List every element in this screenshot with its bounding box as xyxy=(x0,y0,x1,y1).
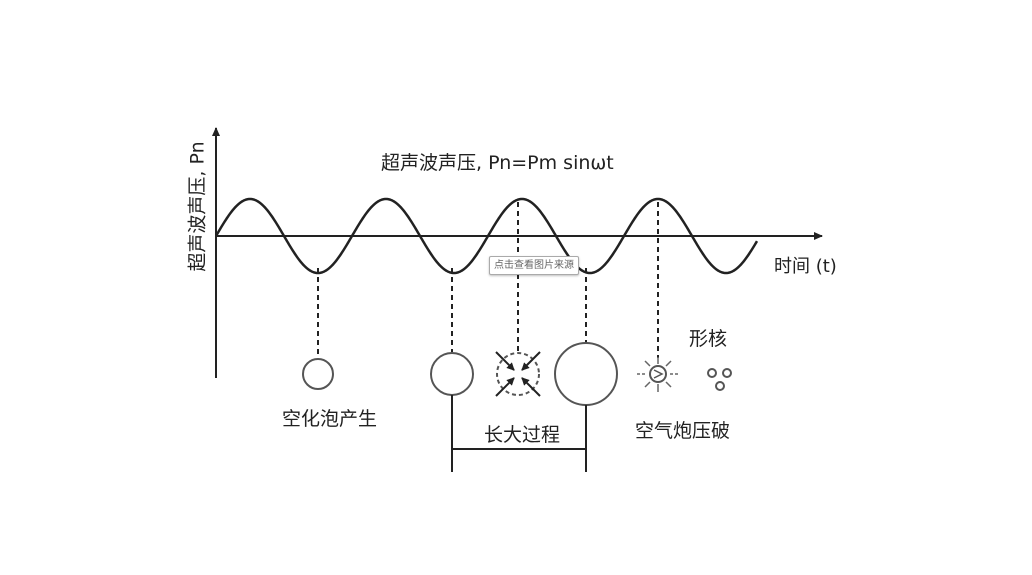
large-bubble xyxy=(554,342,618,406)
x-axis-label: 时间 (t) xyxy=(774,256,837,277)
collapse-burst-icon xyxy=(637,357,680,392)
growth-bracket xyxy=(451,395,587,472)
growth-process-label: 长大过程 xyxy=(484,424,561,446)
y-axis-label: 超声波声压, Pn xyxy=(186,141,209,272)
medium-bubble xyxy=(430,352,474,396)
image-source-watermark[interactable]: 点击查看图片来源 xyxy=(489,256,579,275)
pressure-wave xyxy=(214,197,759,275)
collapse-label: 空气炮压破 xyxy=(635,420,731,442)
nucleation-label: 形核 xyxy=(689,328,728,350)
nuclei-icon xyxy=(707,368,732,391)
compressed-bubble xyxy=(495,351,541,397)
small-bubble xyxy=(302,358,334,390)
diagram-title: 超声波声压, Pn=Pm sinωt xyxy=(381,152,614,174)
bubble-generation-label: 空化泡产生 xyxy=(282,408,378,430)
